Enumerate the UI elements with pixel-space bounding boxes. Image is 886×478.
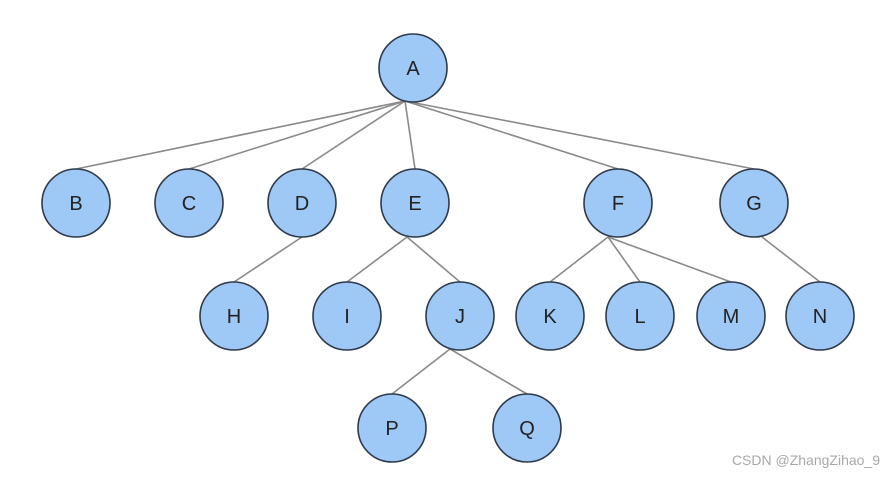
node-label-g: G [746, 193, 762, 215]
node-label-b: B [69, 193, 82, 215]
tree-node-l: L [605, 281, 675, 351]
tree-node-g: G [719, 168, 789, 238]
node-circle-c [154, 168, 224, 238]
node-label-l: L [634, 306, 645, 328]
edge-j-q [449, 348, 528, 395]
nodes-layer: A B C D E F G H I J K L M N P Q [41, 33, 855, 463]
node-label-m: M [723, 306, 740, 328]
edge-a-g [404, 100, 755, 170]
edge-f-m [607, 236, 732, 283]
tree-node-q: Q [492, 393, 562, 463]
edge-g-n [761, 236, 821, 283]
node-circle-d [267, 168, 337, 238]
edge-a-c [188, 100, 406, 170]
node-circle-i [312, 281, 382, 351]
node-circle-e [380, 168, 450, 238]
node-circle-k [515, 281, 585, 351]
edge-e-j [406, 236, 461, 283]
node-circle-q [492, 393, 562, 463]
node-circle-g [719, 168, 789, 238]
tree-node-k: K [515, 281, 585, 351]
edge-d-h [233, 236, 303, 283]
tree-node-i: I [312, 281, 382, 351]
tree-node-a: A [378, 33, 448, 103]
tree-node-p: P [357, 393, 427, 463]
tree-node-m: M [696, 281, 766, 351]
edges-layer [75, 100, 821, 395]
node-label-c: C [182, 193, 196, 215]
tree-node-e: E [380, 168, 450, 238]
node-circle-j [425, 281, 495, 351]
node-label-p: P [385, 418, 398, 440]
node-circle-b [41, 168, 111, 238]
node-label-a: A [406, 58, 420, 80]
tree-node-n: N [785, 281, 855, 351]
node-circle-l [605, 281, 675, 351]
node-label-i: I [344, 306, 350, 328]
node-label-f: F [612, 193, 624, 215]
tree-node-d: D [267, 168, 337, 238]
tree-node-b: B [41, 168, 111, 238]
tree-node-j: J [425, 281, 495, 351]
edge-a-d [301, 100, 406, 170]
node-circle-m [696, 281, 766, 351]
tree-node-c: C [154, 168, 224, 238]
tree-node-h: H [199, 281, 269, 351]
edge-f-k [549, 236, 609, 283]
node-circle-f [583, 168, 653, 238]
edge-f-l [607, 236, 641, 283]
edge-e-i [346, 236, 408, 283]
node-label-e: E [408, 193, 421, 215]
node-label-k: K [543, 306, 557, 328]
node-circle-a [378, 33, 448, 103]
node-label-d: D [295, 193, 309, 215]
watermark: CSDN @ZhangZihao_9 [731, 452, 880, 468]
edge-a-f [404, 100, 619, 170]
node-circle-p [357, 393, 427, 463]
edge-a-b [75, 100, 406, 170]
node-circle-h [199, 281, 269, 351]
node-label-h: H [227, 306, 241, 328]
node-label-q: Q [519, 418, 535, 440]
node-label-j: J [455, 306, 465, 328]
edge-j-p [391, 348, 451, 395]
edge-a-e [404, 100, 416, 170]
node-circle-n [785, 281, 855, 351]
tree-node-f: F [583, 168, 653, 238]
node-label-n: N [813, 306, 827, 328]
